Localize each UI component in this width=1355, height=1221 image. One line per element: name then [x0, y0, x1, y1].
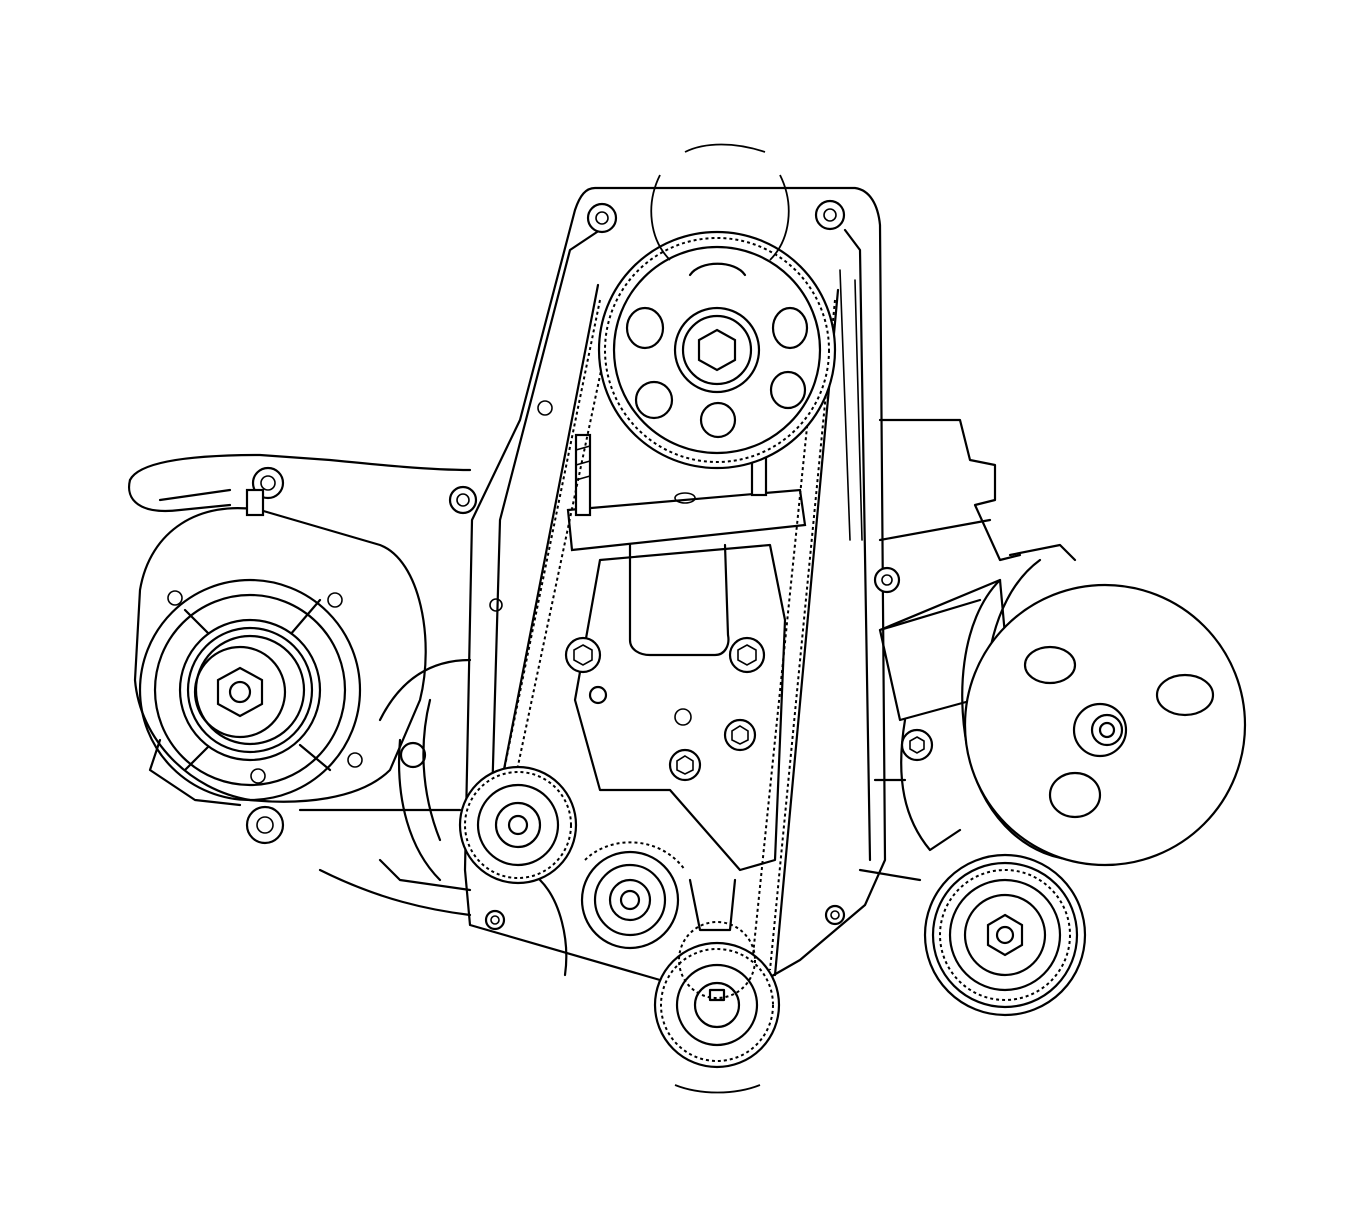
hex-bolt-icon — [697, 328, 737, 372]
camshaft-sprocket — [597, 230, 837, 470]
mounting-bracket — [564, 538, 787, 872]
power-steering-pump — [878, 558, 1247, 867]
bolt-icon — [824, 904, 846, 926]
idler-pulley — [458, 765, 578, 885]
crankshaft-sprocket — [653, 921, 781, 1069]
alternator — [133, 466, 427, 845]
lower-housing — [397, 698, 737, 977]
bolt-icon — [900, 728, 934, 762]
bolt-icon — [586, 202, 618, 234]
bolt-icon — [245, 805, 285, 845]
bolt-icon — [564, 636, 602, 674]
bolt-icon — [668, 748, 702, 782]
timing-belt-tensioner — [580, 841, 686, 950]
cover-bolts — [448, 199, 901, 931]
crankshaft-timing-mark-circle — [674, 1084, 761, 1094]
bolt-icon — [448, 485, 478, 515]
timing-belt — [498, 283, 840, 977]
camshaft-timing-mark-circle — [650, 143, 790, 261]
accessory-belt-tensioner — [923, 853, 1087, 1017]
bolt-icon — [484, 909, 506, 931]
bolt-icon — [814, 199, 846, 231]
bolt-icon — [873, 566, 901, 594]
engine-block-outline — [128, 418, 1077, 917]
bolt-icon — [399, 741, 427, 769]
hex-bolt-icon — [986, 913, 1024, 957]
bolt-icon — [723, 718, 757, 752]
pulley-nut-icon — [216, 666, 264, 718]
bolt-icon — [728, 636, 766, 674]
